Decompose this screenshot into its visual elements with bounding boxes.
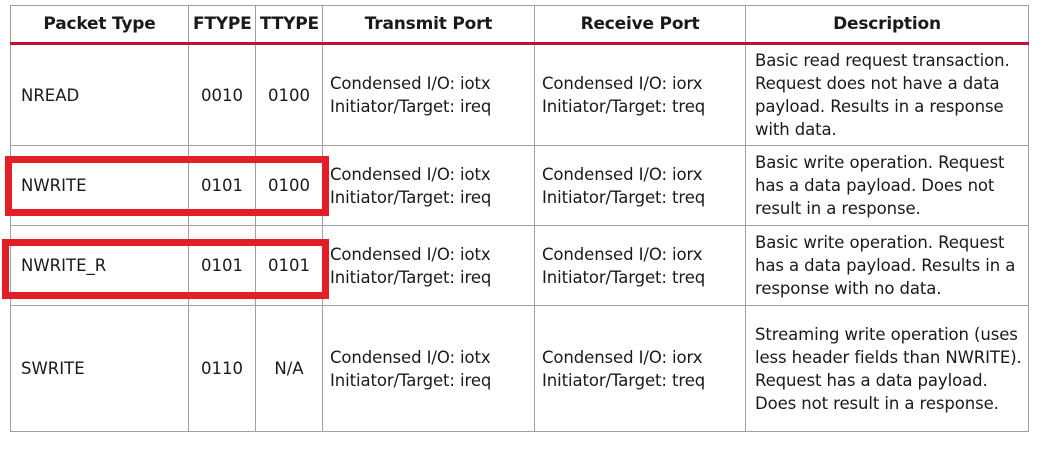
receive-port-line: Initiator/Target: treq — [542, 187, 706, 207]
header-ttype: TTYPE — [255, 5, 323, 45]
highlight-box-nwrite — [5, 156, 329, 216]
description-cell: Basic write operation. Request has a dat… — [745, 145, 1029, 226]
packet-type-cell: SWRITE — [10, 305, 189, 432]
transmit-port-line: Condensed I/O: iotx — [330, 164, 491, 184]
packet-type-table: Packet Type FTYPE TTYPE Transmit Port Re… — [10, 5, 1029, 432]
receive-port-line: Initiator/Target: treq — [542, 97, 706, 116]
ttype-cell: 0100 — [255, 43, 323, 146]
transmit-port-cell: Condensed I/O: iotx Initiator/Target: ir… — [322, 145, 535, 226]
transmit-port-line: Initiator/Target: ireq — [330, 267, 492, 287]
header-ftype: FTYPE — [188, 5, 256, 45]
header-transmit-port: Transmit Port — [322, 5, 535, 45]
receive-port-line: Condensed I/O: iorx — [542, 347, 703, 367]
description-cell: Basic write operation. Request has a dat… — [745, 225, 1029, 306]
receive-port-line: Condensed I/O: iorx — [542, 244, 703, 264]
transmit-port-cell: Condensed I/O: iotx Initiator/Target: ir… — [322, 225, 535, 306]
transmit-port-line: Initiator/Target: ireq — [330, 97, 492, 116]
header-description: Description — [745, 5, 1029, 45]
ttype-cell: N/A — [255, 305, 323, 432]
transmit-port-line: Initiator/Target: ireq — [330, 187, 492, 207]
transmit-port-cell: Condensed I/O: iotx Initiator/Target: ir… — [322, 43, 535, 146]
receive-port-cell: Condensed I/O: iorx Initiator/Target: tr… — [534, 43, 746, 146]
ftype-cell: 0110 — [188, 305, 256, 432]
description-cell: Basic read request transaction. Request … — [745, 43, 1029, 146]
header-receive-port: Receive Port — [534, 5, 746, 45]
transmit-port-cell: Condensed I/O: iotx Initiator/Target: ir… — [322, 305, 535, 432]
receive-port-cell: Condensed I/O: iorx Initiator/Target: tr… — [534, 305, 746, 432]
description-cell: Streaming write operation (uses less hea… — [745, 305, 1029, 432]
receive-port-cell: Condensed I/O: iorx Initiator/Target: tr… — [534, 225, 746, 306]
receive-port-line: Initiator/Target: treq — [542, 267, 706, 287]
ftype-cell: 0010 — [188, 43, 256, 146]
highlight-box-nwrite-r — [2, 239, 329, 299]
transmit-port-line: Condensed I/O: iotx — [330, 347, 491, 367]
header-packet-type: Packet Type — [10, 5, 189, 45]
receive-port-line: Condensed I/O: iorx — [542, 164, 703, 184]
receive-port-cell: Condensed I/O: iorx Initiator/Target: tr… — [534, 145, 746, 226]
table-row: SWRITE 0110 N/A Condensed I/O: iotx Init… — [10, 305, 1029, 432]
transmit-port-line: Condensed I/O: iotx — [330, 74, 491, 93]
transmit-port-line: Initiator/Target: ireq — [330, 370, 492, 390]
packet-type-cell: NREAD — [10, 43, 189, 146]
transmit-port-line: Condensed I/O: iotx — [330, 244, 491, 264]
table-row: NREAD 0010 0100 Condensed I/O: iotx Init… — [10, 43, 1029, 146]
receive-port-line: Initiator/Target: treq — [542, 370, 706, 390]
header-row: Packet Type FTYPE TTYPE Transmit Port Re… — [10, 5, 1029, 45]
receive-port-line: Condensed I/O: iorx — [542, 74, 703, 93]
